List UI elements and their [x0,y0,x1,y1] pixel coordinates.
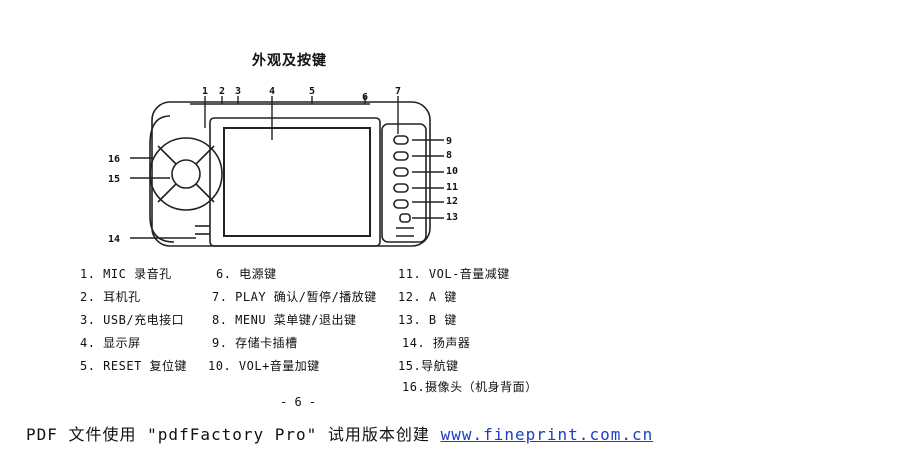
legend-item: 15.导航键 [398,359,459,373]
callout-8: 8 [446,150,452,161]
legend-item: 3. USB/充电接口 [80,313,185,327]
callout-5: 5 [309,86,315,97]
footer-text: PDF 文件使用 "pdfFactory Pro" 试用版本创建 [26,425,430,444]
device-diagram: 1 2 3 4 5 6 7 9 8 10 11 12 13 16 15 14 [108,86,458,247]
screen-frame [209,117,381,247]
callout-4: 4 [269,86,275,97]
callout-10: 10 [446,166,458,177]
page-number: - 6 - [280,395,317,409]
callout-15: 15 [108,174,120,185]
legend-item: 4. 显示屏 [80,336,141,350]
callout-9: 9 [446,136,452,147]
legend-item: 1. MIC 录音孔 [80,267,172,281]
callout-3: 3 [235,86,241,97]
callout-13: 13 [446,212,458,223]
legend-item: 14. 扬声器 [402,336,471,350]
display-screen [223,127,371,237]
legend-item: 16.摄像头（机身背面） [402,380,538,394]
callout-14: 14 [108,234,120,245]
legend-item: 2. 耳机孔 [80,290,141,304]
legend-item: 9. 存储卡插槽 [212,336,298,350]
device-left-edge [149,115,175,243]
legend-item: 5. RESET 复位键 [80,359,188,373]
callout-16: 16 [108,154,120,165]
section-title: 外观及按键 [252,53,327,69]
legend-item: 13. B 键 [398,313,457,327]
legend-item: 8. MENU 菜单键/退出键 [212,313,357,327]
callout-1: 1 [202,86,208,97]
nav-pad-outer [149,137,223,211]
nav-pad-center [171,159,201,189]
legend-item: 10. VOL+音量加键 [208,359,320,373]
pdf-footer: PDF 文件使用 "pdfFactory Pro" 试用版本创建 www.fin… [26,421,653,445]
legend-item: 11. VOL-音量减键 [398,267,510,281]
legend-item: 6. 电源键 [216,267,277,281]
callout-11: 11 [446,182,458,193]
footer-link[interactable]: www.fineprint.com.cn [440,425,654,444]
legend-item: 7. PLAY 确认/暂停/播放键 [212,290,377,304]
callout-6: 6 [362,92,368,103]
callout-2: 2 [219,86,225,97]
legend-item: 12. A 键 [398,290,457,304]
callout-12: 12 [446,196,458,207]
callout-7: 7 [395,86,401,97]
